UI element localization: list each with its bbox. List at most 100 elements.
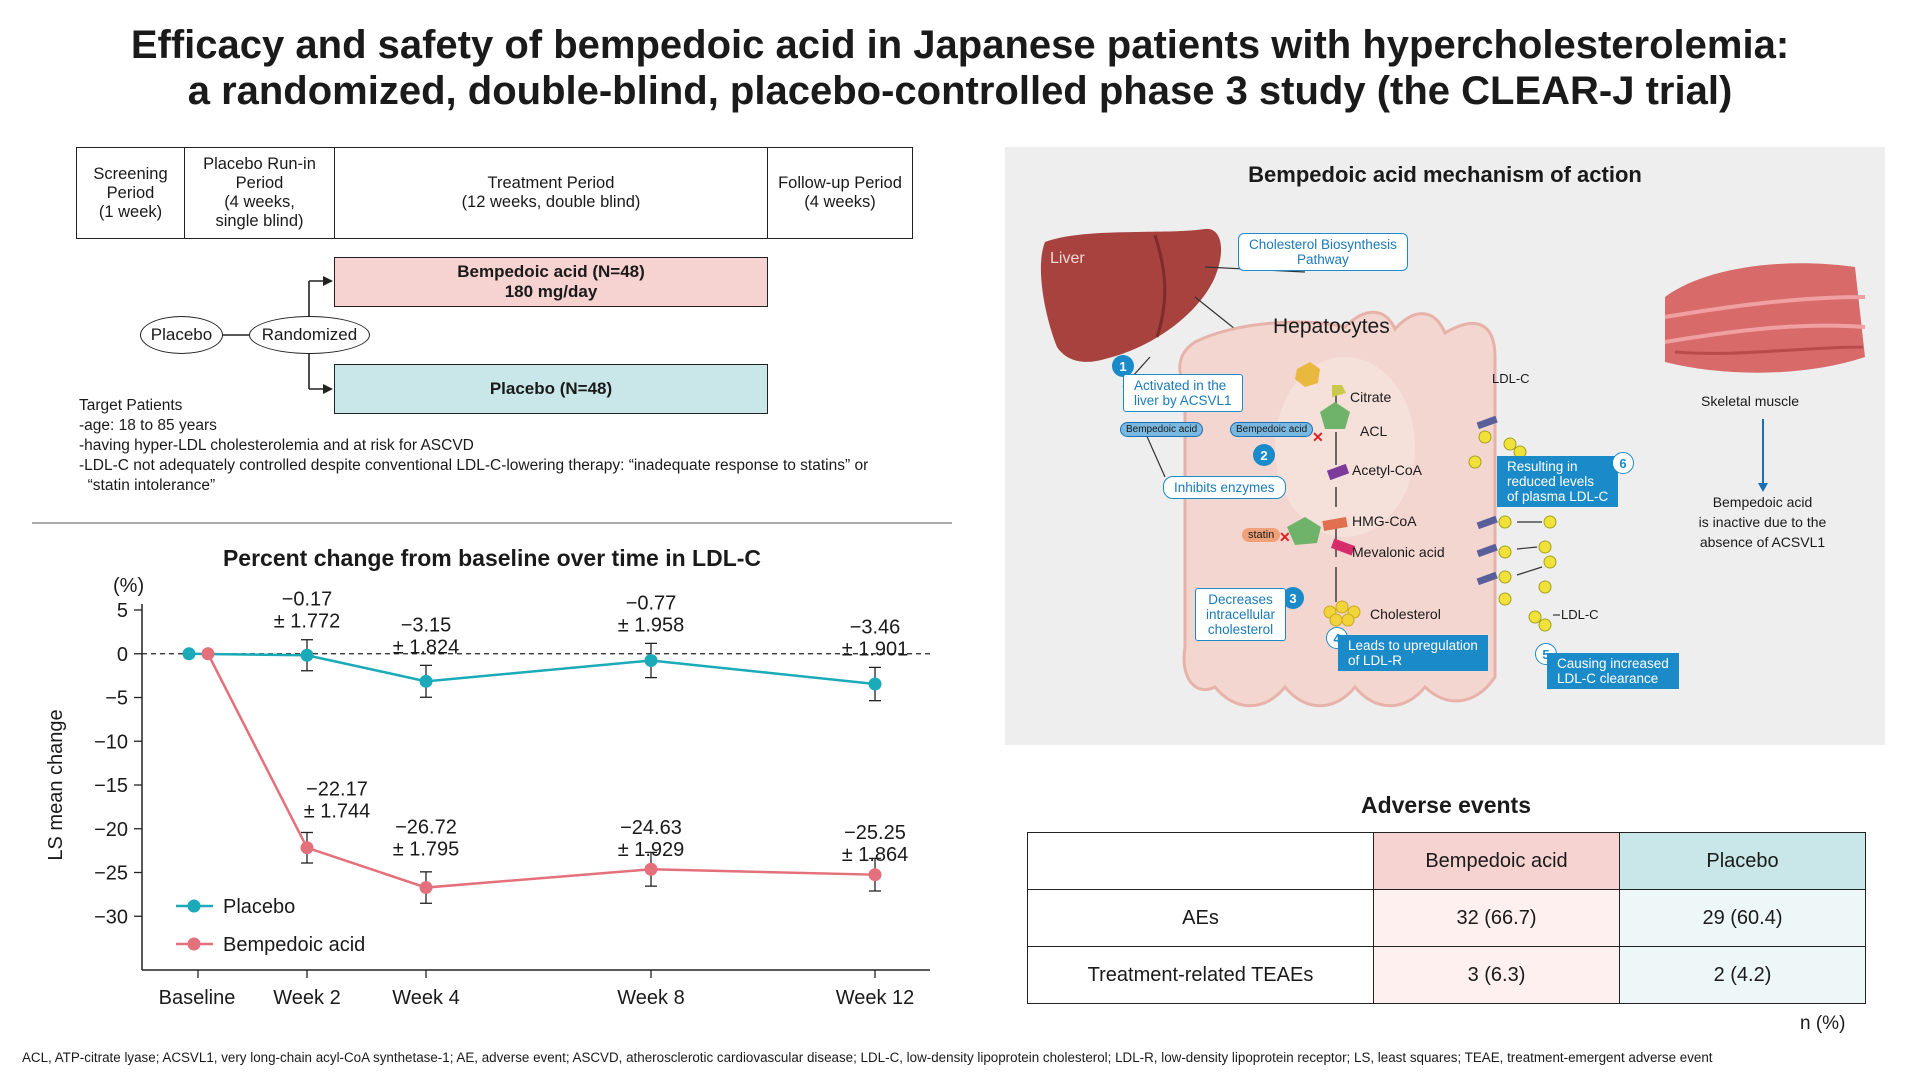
arm-bempedoic: Bempedoic acid (N=48) 180 mg/day <box>334 257 768 307</box>
data-label: −25.25 <box>844 822 906 844</box>
period-run-in: Placebo Run-in Period (4 weeks, single b… <box>184 147 335 239</box>
upregulation-label: Leads to upregulation of LDL-R <box>1338 635 1488 671</box>
data-label: ± 1.929 <box>618 839 685 861</box>
section-divider <box>32 522 952 524</box>
data-point <box>868 677 882 691</box>
adverse-events-table: Bempedoic acid Placebo AEs 32 (66.7) 29 … <box>1027 832 1866 1004</box>
target-item-risk: -having hyper-LDL cholesterolemia and at… <box>79 437 474 454</box>
table-row: AEs 32 (66.7) 29 (60.4) <box>1027 889 1866 947</box>
data-point <box>644 653 658 667</box>
statin-label: statin <box>1242 528 1281 542</box>
target-title: Target Patients <box>79 397 183 414</box>
inhibits-label: Inhibits enzymes <box>1163 476 1286 499</box>
data-label: −26.72 <box>395 817 457 839</box>
reduced-label: Resulting in reduced levels of plasma LD… <box>1497 456 1619 507</box>
row-label: AEs <box>1027 889 1374 947</box>
y-tick-label: −30 <box>94 906 128 928</box>
chart-title: Percent change from baseline over time i… <box>222 545 762 571</box>
row-bempedoic: 3 (6.3) <box>1373 946 1620 1004</box>
data-point <box>644 862 658 876</box>
pathway-label: Cholesterol Biosynthesis Pathway <box>1238 233 1408 271</box>
acetyl-label: Acetyl-CoA <box>1352 462 1423 478</box>
data-label: ± 1.958 <box>618 614 685 636</box>
period-screening: Screening Period (1 week) <box>76 147 185 239</box>
legend-swatch-dot <box>187 899 201 913</box>
table-header-row: Bempedoic acid Placebo <box>1027 832 1866 890</box>
period-treatment: Treatment Period (12 weeks, double blind… <box>334 147 768 239</box>
y-axis-label: LS mean change <box>45 709 67 860</box>
data-label: ± 1.772 <box>274 611 341 633</box>
mevalonic-label: Mevalonic acid <box>1352 544 1445 560</box>
inactive-label: Bempedoic acid is inactive due to the ab… <box>1698 494 1827 550</box>
y-tick-label: −5 <box>105 688 128 710</box>
decreases-label: Decreases intracellular cholesterol <box>1195 588 1287 641</box>
legend-label: Placebo <box>223 896 295 918</box>
citrate-label: Citrate <box>1350 389 1392 405</box>
title-line-2: a randomized, double-blind, placebo-cont… <box>187 69 1733 113</box>
step-2-badge: 2 <box>1253 444 1275 466</box>
row-placebo: 2 (4.2) <box>1619 946 1866 1004</box>
y-tick-label: 5 <box>117 600 128 622</box>
data-point <box>868 868 882 882</box>
bempedoic-active: Bempedoic acid <box>1230 422 1314 437</box>
data-point <box>201 647 215 661</box>
activated-label: Activated in the liver by ACSVL1 <box>1123 374 1243 412</box>
row-placebo: 29 (60.4) <box>1619 889 1866 947</box>
x-tick-label: Week 2 <box>273 987 340 1009</box>
cholesterol-label: Cholesterol <box>1370 606 1441 622</box>
target-patients: Target Patients -age: 18 to 85 years -ha… <box>79 396 868 496</box>
hepatocytes-label: Hepatocytes <box>1273 315 1390 338</box>
target-item-age: -age: 18 to 85 years <box>79 417 217 434</box>
data-label: −24.63 <box>620 817 682 839</box>
y-tick-label: −20 <box>94 819 128 841</box>
ldlc-top-label: LDL-C <box>1492 371 1530 386</box>
title-line-1: Efficacy and safety of bempedoic acid in… <box>130 23 1790 67</box>
bempedoic-prodrug: Bempedoic acid <box>1120 422 1204 437</box>
y-tick-label: 0 <box>117 644 128 666</box>
data-label: ± 1.824 <box>393 636 460 658</box>
svg-text:✕: ✕ <box>1312 429 1324 445</box>
data-point <box>300 841 314 855</box>
skeletal-label: Skeletal muscle <box>1701 393 1800 409</box>
ae-unit: n (%) <box>1800 1013 1846 1034</box>
target-item-ldl: -LDL-C not adequately controlled despite… <box>79 457 869 474</box>
clearance-label: Causing increased LDL-C clearance <box>1547 653 1679 689</box>
arm-placebo: Placebo (N=48) <box>334 364 768 414</box>
footnote: ACL, ATP-citrate lyase; ACSVL1, very lon… <box>22 1050 1713 1065</box>
row-label: Treatment-related TEAEs <box>1027 946 1374 1004</box>
data-point <box>419 674 433 688</box>
data-label: ± 1.864 <box>842 844 909 866</box>
step-6-badge: 6 <box>1612 452 1634 474</box>
data-label: ± 1.744 <box>304 801 371 823</box>
placebo-start: Placebo <box>140 316 223 354</box>
step-3-badge: 3 <box>1282 587 1304 609</box>
header-placebo: Placebo <box>1619 832 1866 890</box>
liver-label: Liver <box>1050 250 1085 267</box>
data-label: ± 1.795 <box>393 839 460 861</box>
y-tick-label: −15 <box>94 775 128 797</box>
x-tick-label: Baseline <box>159 987 236 1009</box>
data-label: −3.46 <box>850 616 901 638</box>
data-label: −22.17 <box>306 779 368 801</box>
target-item-ldl-cont: “statin intolerance” <box>79 477 216 494</box>
legend-swatch-dot <box>187 937 201 951</box>
data-point <box>300 648 314 662</box>
data-label: −0.17 <box>282 589 333 611</box>
series-line-0 <box>188 652 876 686</box>
data-point <box>419 881 433 895</box>
row-bempedoic: 32 (66.7) <box>1373 889 1620 947</box>
x-tick-label: Week 12 <box>836 987 915 1009</box>
step-1-badge: 1 <box>1112 355 1134 377</box>
header-blank <box>1027 832 1374 890</box>
period-follow-up: Follow-up Period (4 weeks) <box>767 147 913 239</box>
data-point <box>182 647 196 661</box>
randomized: Randomized <box>249 316 370 354</box>
acl-label: ACL <box>1360 423 1388 439</box>
data-label: ± 1.901 <box>842 638 909 660</box>
header-bempedoic: Bempedoic acid <box>1373 832 1620 890</box>
y-tick-label: −25 <box>94 863 128 885</box>
mechanism-title: Bempedoic acid mechanism of action <box>1248 162 1642 187</box>
y-unit-label: (%) <box>113 575 144 597</box>
design-connectors <box>222 276 333 394</box>
table-row: Treatment-related TEAEs 3 (6.3) 2 (4.2) <box>1027 946 1866 1004</box>
